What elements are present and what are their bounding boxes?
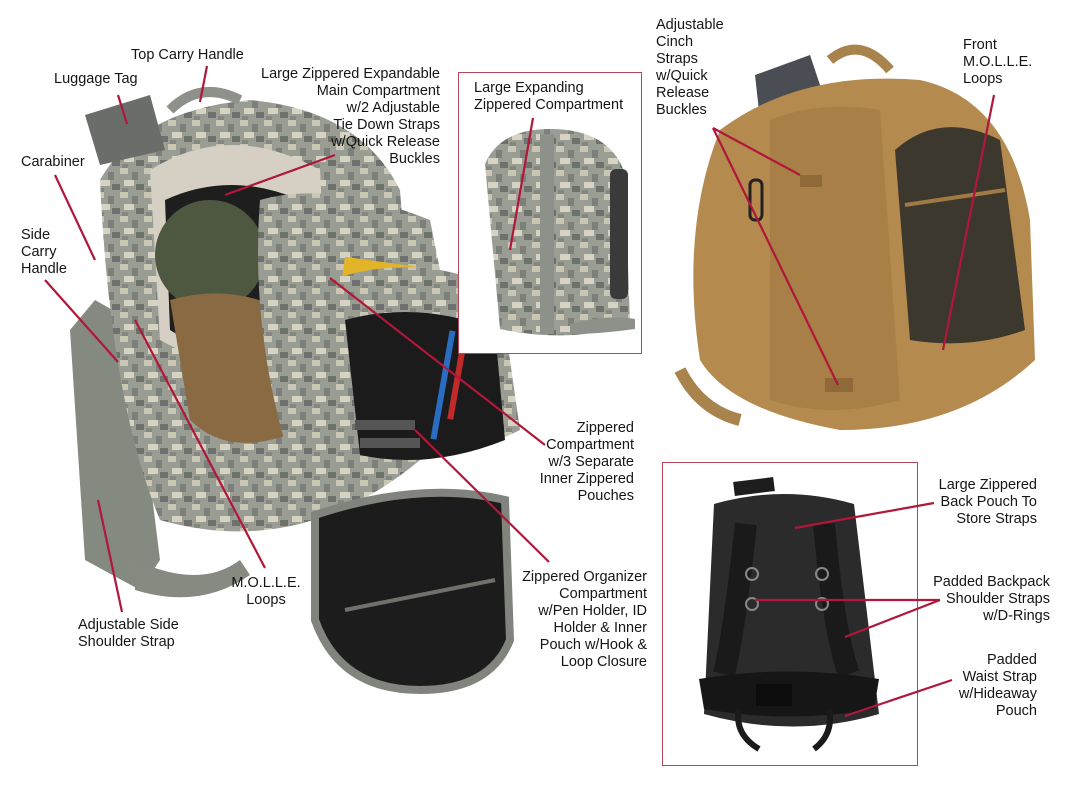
callout-side-carry-handle: Side Carry Handle — [21, 227, 67, 277]
callout-main-compartment: Large Zippered Expandable Main Compartme… — [261, 66, 440, 167]
callout-top-carry-handle: Top Carry Handle — [131, 47, 244, 63]
callout-shoulder-straps: Padded Backpack Shoulder Straps w/D-Ring… — [933, 574, 1050, 624]
callout-expanding-compartment: Large Expanding Zippered Compartment — [474, 80, 624, 113]
callout-carabiner: Carabiner — [21, 154, 85, 170]
callout-back-pouch: Large Zippered Back Pouch To Store Strap… — [938, 477, 1037, 527]
callout-molle-loops: M.O.L.L.E. Loops — [231, 575, 301, 608]
callout-luggage-tag: Luggage Tag — [54, 71, 138, 87]
callout-zippered-compartment-pouches: Zippered Compartment w/3 Separate Inner … — [539, 420, 634, 504]
acu-side-view-photo — [485, 129, 635, 336]
callout-organizer-compartment: Zippered Organizer Compartment w/Pen Hol… — [522, 569, 647, 670]
callout-adjustable-side-strap: Adjustable Side Shoulder Strap — [78, 617, 179, 650]
callout-cinch-straps: Adjustable Cinch Straps w/Quick Release … — [656, 17, 724, 118]
black-backpack-photo — [699, 477, 879, 752]
callout-waist-strap: Padded Waist Strap w/Hideaway Pouch — [958, 652, 1037, 719]
callout-front-molle: Front M.O.L.L.E. Loops — [963, 37, 1033, 87]
